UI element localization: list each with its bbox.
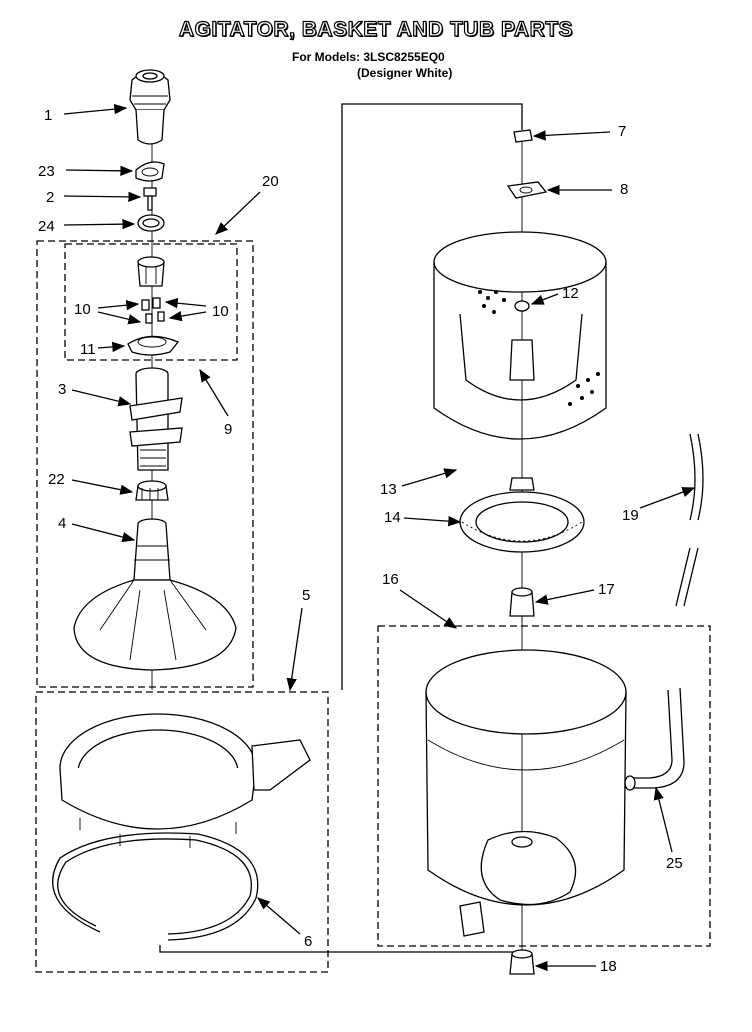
cam-ring-part xyxy=(127,335,180,356)
tub-ring-part xyxy=(59,713,311,848)
callout-13: 13 xyxy=(380,481,397,498)
callout-10-left: 10 xyxy=(74,301,91,318)
callout-7: 7 xyxy=(618,123,626,140)
callout-16: 16 xyxy=(382,571,399,588)
callout-19: 19 xyxy=(622,507,639,524)
callout-14: 14 xyxy=(384,509,401,526)
diagram-title: AGITATOR, BASKET AND TUB PARTS xyxy=(178,17,574,41)
callout-18: 18 xyxy=(600,958,617,975)
routing-line-top xyxy=(341,103,523,690)
drain-hose-part xyxy=(675,433,704,607)
cam-assembly-box xyxy=(64,243,238,361)
cam-part xyxy=(137,256,165,287)
callout-9: 9 xyxy=(224,421,232,438)
callout-2: 2 xyxy=(46,189,54,206)
callout-8: 8 xyxy=(620,181,628,198)
callout-12: 12 xyxy=(562,285,579,302)
callout-24: 24 xyxy=(38,218,55,235)
seal-part xyxy=(509,587,535,617)
snap-ring-part xyxy=(52,832,259,941)
variant-line: (Designer White) xyxy=(357,66,453,80)
auger-part xyxy=(129,367,183,471)
callout-22: 22 xyxy=(48,471,65,488)
basket-part xyxy=(433,231,607,440)
leader-arrows xyxy=(63,103,696,972)
agitator-cap-part xyxy=(129,69,171,145)
basket-drive-plate-part xyxy=(506,181,548,199)
callout-3: 3 xyxy=(58,381,66,398)
tub-part xyxy=(425,649,627,937)
bolt-part xyxy=(143,187,157,211)
locking-clip-part xyxy=(135,161,165,182)
callout-20: 20 xyxy=(262,173,279,190)
dog-parts xyxy=(141,297,165,324)
ring-assembly-box xyxy=(35,691,329,973)
callout-11: 11 xyxy=(80,341,96,358)
spanner-nut-part xyxy=(513,129,533,143)
callout-labels: 1 23 2 24 20 10 10 11 9 3 22 4 5 6 7 8 1… xyxy=(38,107,683,975)
models-line: For Models: 3LSC8255EQ0 xyxy=(292,50,445,64)
callout-6: 6 xyxy=(304,933,312,950)
agitator-base-part xyxy=(73,518,237,671)
callout-23: 23 xyxy=(38,163,55,180)
drive-bell-part xyxy=(135,480,169,501)
callout-1: 1 xyxy=(44,107,52,124)
tub-hose-part xyxy=(624,687,685,791)
seal-ring-part xyxy=(137,214,165,232)
callout-25: 25 xyxy=(666,855,683,872)
callout-4: 4 xyxy=(58,515,66,532)
callout-17: 17 xyxy=(598,581,615,598)
tub-assembly-box xyxy=(377,625,711,947)
tub-nut-part xyxy=(509,949,535,975)
callout-10-right: 10 xyxy=(212,303,229,320)
callout-5: 5 xyxy=(302,587,310,604)
agitator-assembly-box xyxy=(36,240,254,688)
routing-line-bottom xyxy=(159,945,522,953)
basket-drive-part xyxy=(459,477,585,553)
